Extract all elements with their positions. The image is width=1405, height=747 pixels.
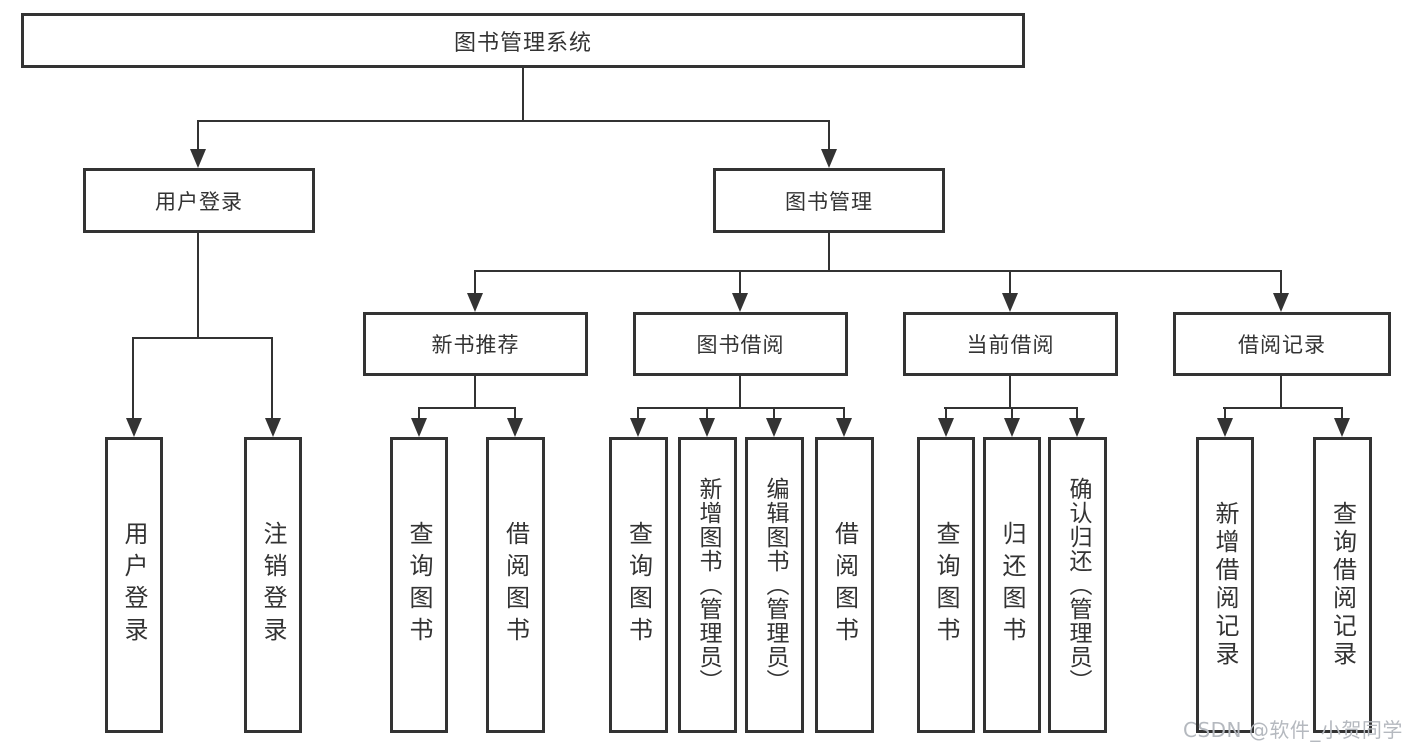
connector-drop-book-borrow xyxy=(739,270,741,298)
connector-drop-book-management xyxy=(828,120,830,154)
leaf-user-login: 用户登录 xyxy=(105,437,163,733)
node-book-borrow-label: 图书借阅 xyxy=(696,333,785,357)
connector-stem xyxy=(1009,376,1011,409)
arrow-down-icon xyxy=(699,418,715,437)
connector-split xyxy=(418,407,516,409)
connector-drop-leaf xyxy=(706,407,708,423)
leaf-query-books-label: 查询图书 xyxy=(405,521,433,649)
leaf-confirm-return-admin-label: 确认归还（管理员） xyxy=(1065,477,1091,693)
connector-drop-leaf xyxy=(1011,407,1013,423)
node-book-management-label: 图书管理 xyxy=(785,189,873,214)
leaf-query-borrow-record: 查询借阅记录 xyxy=(1313,437,1372,733)
leaf-return-books-label: 归还图书 xyxy=(998,521,1026,649)
arrow-down-icon xyxy=(821,149,837,168)
connector-drop-leaf xyxy=(843,407,845,423)
node-borrow-records: 借阅记录 xyxy=(1173,312,1391,376)
arrow-down-icon xyxy=(1334,418,1350,437)
connector-stem xyxy=(474,376,476,409)
arrow-down-icon xyxy=(1004,418,1020,437)
connector-stem xyxy=(739,376,741,409)
connector-drop-leaf xyxy=(773,407,775,423)
leaf-user-login-label: 用户登录 xyxy=(120,521,148,649)
arrow-down-icon xyxy=(411,418,427,437)
arrow-down-icon xyxy=(1217,418,1233,437)
connector-drop-leaf xyxy=(418,407,420,423)
arrow-down-icon xyxy=(126,418,142,437)
arrow-down-icon xyxy=(732,293,748,312)
connector-drop-leaf xyxy=(132,337,134,421)
connector-level3-split xyxy=(474,270,1282,272)
arrow-down-icon xyxy=(630,418,646,437)
connector-drop-current-borrow xyxy=(1009,270,1011,298)
leaf-query-books-label: 查询图书 xyxy=(932,521,960,649)
leaf-add-book-admin: 新增图书（管理员） xyxy=(678,437,737,733)
node-book-borrow: 图书借阅 xyxy=(633,312,848,376)
node-library-system: 图书管理系统 xyxy=(21,13,1025,68)
node-current-borrow: 当前借阅 xyxy=(903,312,1118,376)
connector-level2-split xyxy=(197,120,830,122)
leaf-borrow-books-label: 借阅图书 xyxy=(830,521,859,649)
leaf-query-books-label: 查询图书 xyxy=(624,521,653,649)
csdn-watermark: CSDN @软件_小贺同学 xyxy=(1183,718,1403,742)
leaf-add-book-admin-label: 新增图书（管理员） xyxy=(695,477,721,693)
arrow-down-icon xyxy=(938,418,954,437)
arrow-down-icon xyxy=(1069,418,1085,437)
node-book-management: 图书管理 xyxy=(713,168,945,233)
leaf-query-borrow-record-label: 查询借阅记录 xyxy=(1328,501,1357,669)
arrow-down-icon xyxy=(1002,293,1018,312)
arrow-down-icon xyxy=(507,418,523,437)
leaf-query-books: 查询图书 xyxy=(917,437,975,733)
connector-drop-leaf xyxy=(637,407,639,423)
connector-root-stem xyxy=(522,68,524,122)
connector-book-management-stem xyxy=(828,233,830,272)
connector-drop-user-login xyxy=(197,120,199,154)
connector-drop-leaf xyxy=(1224,407,1226,423)
leaf-borrow-books: 借阅图书 xyxy=(815,437,874,733)
leaf-add-borrow-record-label: 新增借阅记录 xyxy=(1211,501,1239,669)
node-new-book-recommend-label: 新书推荐 xyxy=(431,333,520,357)
leaf-logout-login-label: 注销登录 xyxy=(259,521,287,649)
leaf-return-books: 归还图书 xyxy=(983,437,1041,733)
node-new-book-recommend: 新书推荐 xyxy=(363,312,588,376)
connector-drop-leaf xyxy=(945,407,947,423)
connector-drop-borrow-records xyxy=(1280,270,1282,298)
connector-drop-leaf xyxy=(1076,407,1078,423)
connector-drop-leaf xyxy=(271,337,273,421)
leaf-confirm-return-admin: 确认归还（管理员） xyxy=(1048,437,1107,733)
arrow-down-icon xyxy=(766,418,782,437)
arrow-down-icon xyxy=(467,293,483,312)
connector-drop-leaf xyxy=(1341,407,1343,423)
arrow-down-icon xyxy=(1273,293,1289,312)
connector-user-login-stem xyxy=(197,233,199,339)
leaf-logout-login: 注销登录 xyxy=(244,437,302,733)
leaf-query-books: 查询图书 xyxy=(609,437,668,733)
node-user-login: 用户登录 xyxy=(83,168,315,233)
connector-stem xyxy=(1280,376,1282,409)
connector-split xyxy=(1223,407,1343,409)
connector-drop-new-book xyxy=(474,270,476,298)
connector-drop-leaf xyxy=(514,407,516,423)
leaf-query-books: 查询图书 xyxy=(390,437,448,733)
node-user-login-label: 用户登录 xyxy=(155,189,243,214)
leaf-edit-book-admin: 编辑图书（管理员） xyxy=(745,437,804,733)
arrow-down-icon xyxy=(190,149,206,168)
arrow-down-icon xyxy=(836,418,852,437)
node-borrow-records-label: 借阅记录 xyxy=(1238,333,1326,357)
leaf-borrow-books: 借阅图书 xyxy=(486,437,545,733)
leaf-borrow-books-label: 借阅图书 xyxy=(501,521,530,649)
arrow-down-icon xyxy=(265,418,281,437)
node-current-borrow-label: 当前借阅 xyxy=(966,333,1055,357)
leaf-add-borrow-record: 新增借阅记录 xyxy=(1196,437,1254,733)
leaf-edit-book-admin-label: 编辑图书（管理员） xyxy=(762,477,788,693)
connector-split xyxy=(637,407,845,409)
node-library-system-label: 图书管理系统 xyxy=(453,30,592,56)
connector-user-login-split xyxy=(132,337,273,339)
